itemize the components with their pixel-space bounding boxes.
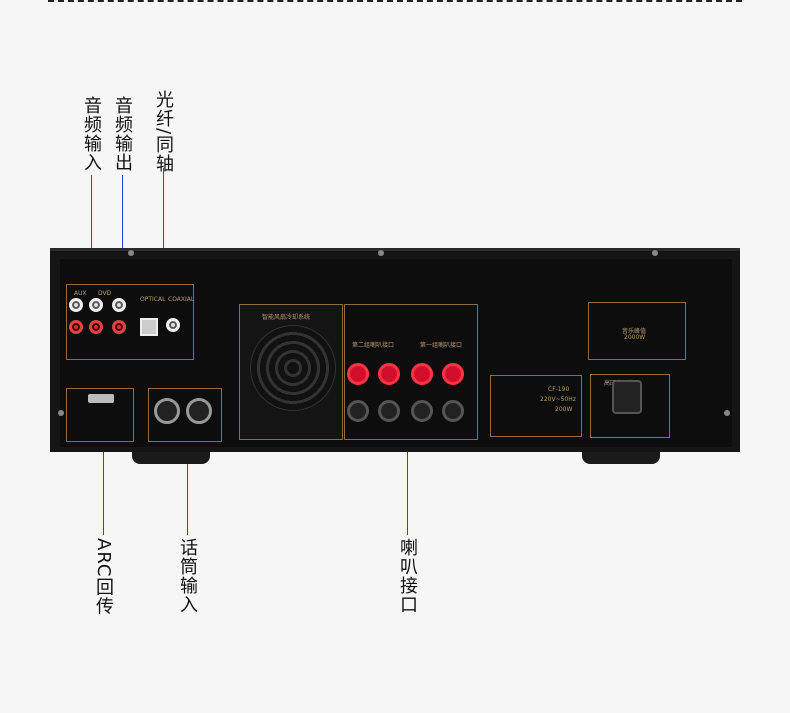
label-peak: 音乐峰值 [622,328,647,335]
power-plug[interactable] [612,380,642,414]
foot-right [582,452,660,464]
label-optical: OPTICAL [140,296,166,303]
screw [128,250,134,256]
callout-audio-input: 音频输入 [81,96,102,172]
screw [724,410,730,416]
screw [58,410,64,416]
foot-left [132,452,210,464]
rca-jack-white[interactable] [112,298,126,312]
label-speaker-1: 第一组喇叭接口 [420,342,463,349]
screw [652,250,658,256]
speaker-post-red[interactable] [411,363,433,385]
mic-panel [148,388,222,442]
arc-panel [66,388,134,442]
callout-line-optical [163,168,164,296]
label-peak-value: 2000W [624,334,646,341]
screw [378,250,384,256]
mic-jack[interactable] [186,398,212,424]
rca-jack-red[interactable] [69,320,83,334]
rca-jack-white[interactable] [89,298,103,312]
callout-line-speaker [407,395,408,535]
speaker-post-red[interactable] [442,363,464,385]
callout-arc: ARC回传 [93,538,114,616]
hdmi-port[interactable] [88,394,114,403]
top-dashed-divider [48,0,742,2]
callout-line-audio-out [122,175,123,303]
callout-audio-output: 音频输出 [112,96,133,172]
spec-label [490,375,582,437]
label-aux: AUX [74,290,87,297]
speaker-panel [344,304,478,440]
rca-jack-red[interactable] [112,320,126,334]
fan-grille [250,325,336,411]
callout-line-audio-in [91,175,92,303]
audio-io-panel [66,284,194,360]
callout-line-mic [187,410,188,535]
optical-port[interactable] [140,318,158,336]
label-speaker-2: 第二组喇叭接口 [352,342,395,349]
coaxial-jack[interactable] [166,318,180,332]
speaker-post-black[interactable] [378,400,400,422]
label-voltage: 220V~50Hz [540,396,576,403]
power-input-panel [590,374,670,438]
speaker-post-red[interactable] [347,363,369,385]
label-coaxial: COAXIAL [168,296,195,303]
speaker-post-black[interactable] [442,400,464,422]
callout-optical-coaxial: 光纤/同轴 [153,90,174,174]
label-model: CF-190 [548,386,570,393]
label-dvd: DVD [98,290,112,297]
peak-graph [588,302,686,360]
speaker-post-red[interactable] [378,363,400,385]
label-power: 200W [555,406,573,413]
label-fan: 智能风扇冷却系统 [262,314,311,321]
rca-jack-white[interactable] [69,298,83,312]
callout-line-arc [103,400,104,535]
callout-mic-input: 话筒输入 [177,538,198,614]
speaker-post-black[interactable] [411,400,433,422]
rca-jack-red[interactable] [89,320,103,334]
mic-jack[interactable] [154,398,180,424]
speaker-post-black[interactable] [347,400,369,422]
callout-speaker-port: 喇叭接口 [397,538,418,614]
